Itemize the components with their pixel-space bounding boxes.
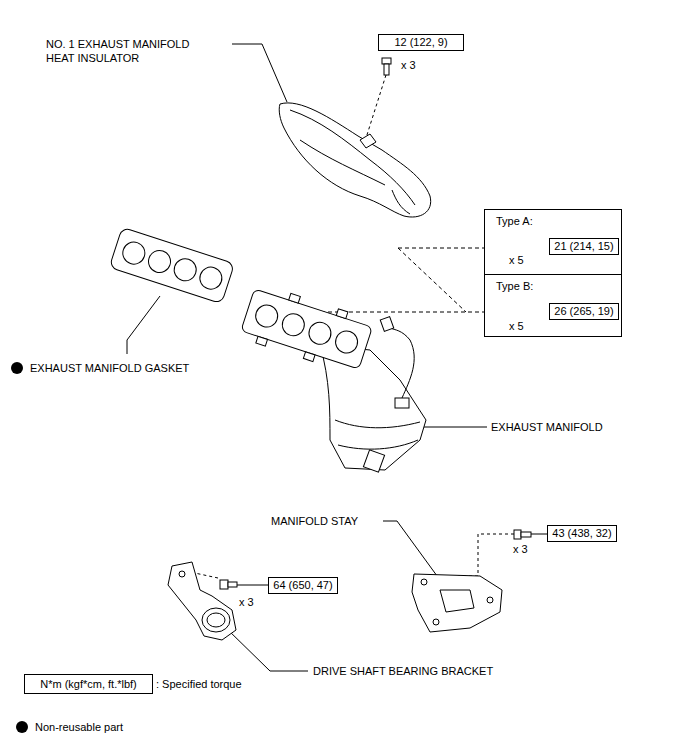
leader-line (383, 521, 440, 580)
type-cell: Type A: 21 (214, 15) (484, 209, 622, 275)
leader-line (236, 585, 268, 586)
bolt (220, 580, 237, 589)
torque-value: 21 (214, 15) (550, 239, 618, 253)
torque-box: 12 (122, 9) (378, 34, 464, 51)
drive-shaft-bearing-bracket (168, 562, 236, 640)
part-name: NO. 1 EXHAUST MANIFOLD HEAT INSULATOR (45, 37, 215, 65)
part-name: MANIFOLD STAY (270, 514, 359, 528)
quantity: x 3 (400, 58, 417, 72)
torque-value: 26 (265, 19) (550, 304, 618, 318)
exhaust-manifold-gasket (109, 227, 234, 303)
torque-box: N*m (kgf*cm, ft.*lbf) (24, 674, 153, 694)
part-name: EXHAUST MANIFOLD GASKET (29, 361, 190, 375)
torque-box: 64 (650, 47) (268, 577, 338, 594)
torque-box: 21 (214, 15) (549, 238, 619, 255)
leader-line (398, 248, 466, 312)
torque-value: 12 (122, 9) (379, 35, 463, 49)
part-name: EXHAUST MANIFOLD (490, 420, 604, 434)
quantity: x 3 (238, 595, 255, 609)
leader-line (232, 44, 287, 102)
type-cell: Type B: 26 (265, 19) (484, 274, 622, 337)
leader-line (366, 75, 386, 138)
type-heading: Type B: (496, 279, 533, 293)
quantity: x 3 (512, 542, 529, 556)
exhaust-manifold (239, 282, 426, 472)
part-name: DRIVE SHAFT BEARING BRACKET (312, 664, 494, 678)
type-heading: Type A: (496, 214, 533, 228)
bolt (382, 58, 391, 75)
torque-box: 43 (438, 32) (547, 525, 617, 542)
manifold-stay (412, 574, 502, 632)
torque-value: N*m (kgf*cm, ft.*lbf) (25, 677, 152, 691)
leader-line (300, 312, 510, 313)
quantity: x 5 (508, 319, 525, 333)
legend-text: Non-reusable part (34, 720, 124, 734)
quantity: x 5 (508, 253, 525, 267)
torque-value: 64 (650, 47) (269, 578, 337, 592)
torque-value: 43 (438, 32) (548, 526, 616, 540)
heat-insulator (279, 103, 430, 217)
leader-line (458, 534, 514, 576)
leader-line (127, 296, 160, 354)
leader-line (420, 427, 487, 428)
bolt (514, 530, 531, 539)
legend-note: : Specified torque (155, 677, 243, 691)
non-reusable-mark (11, 362, 23, 374)
leader-line (226, 628, 308, 671)
torque-box: 26 (265, 19) (549, 303, 619, 320)
leader-line (531, 534, 547, 535)
legend-swatch (16, 721, 28, 733)
